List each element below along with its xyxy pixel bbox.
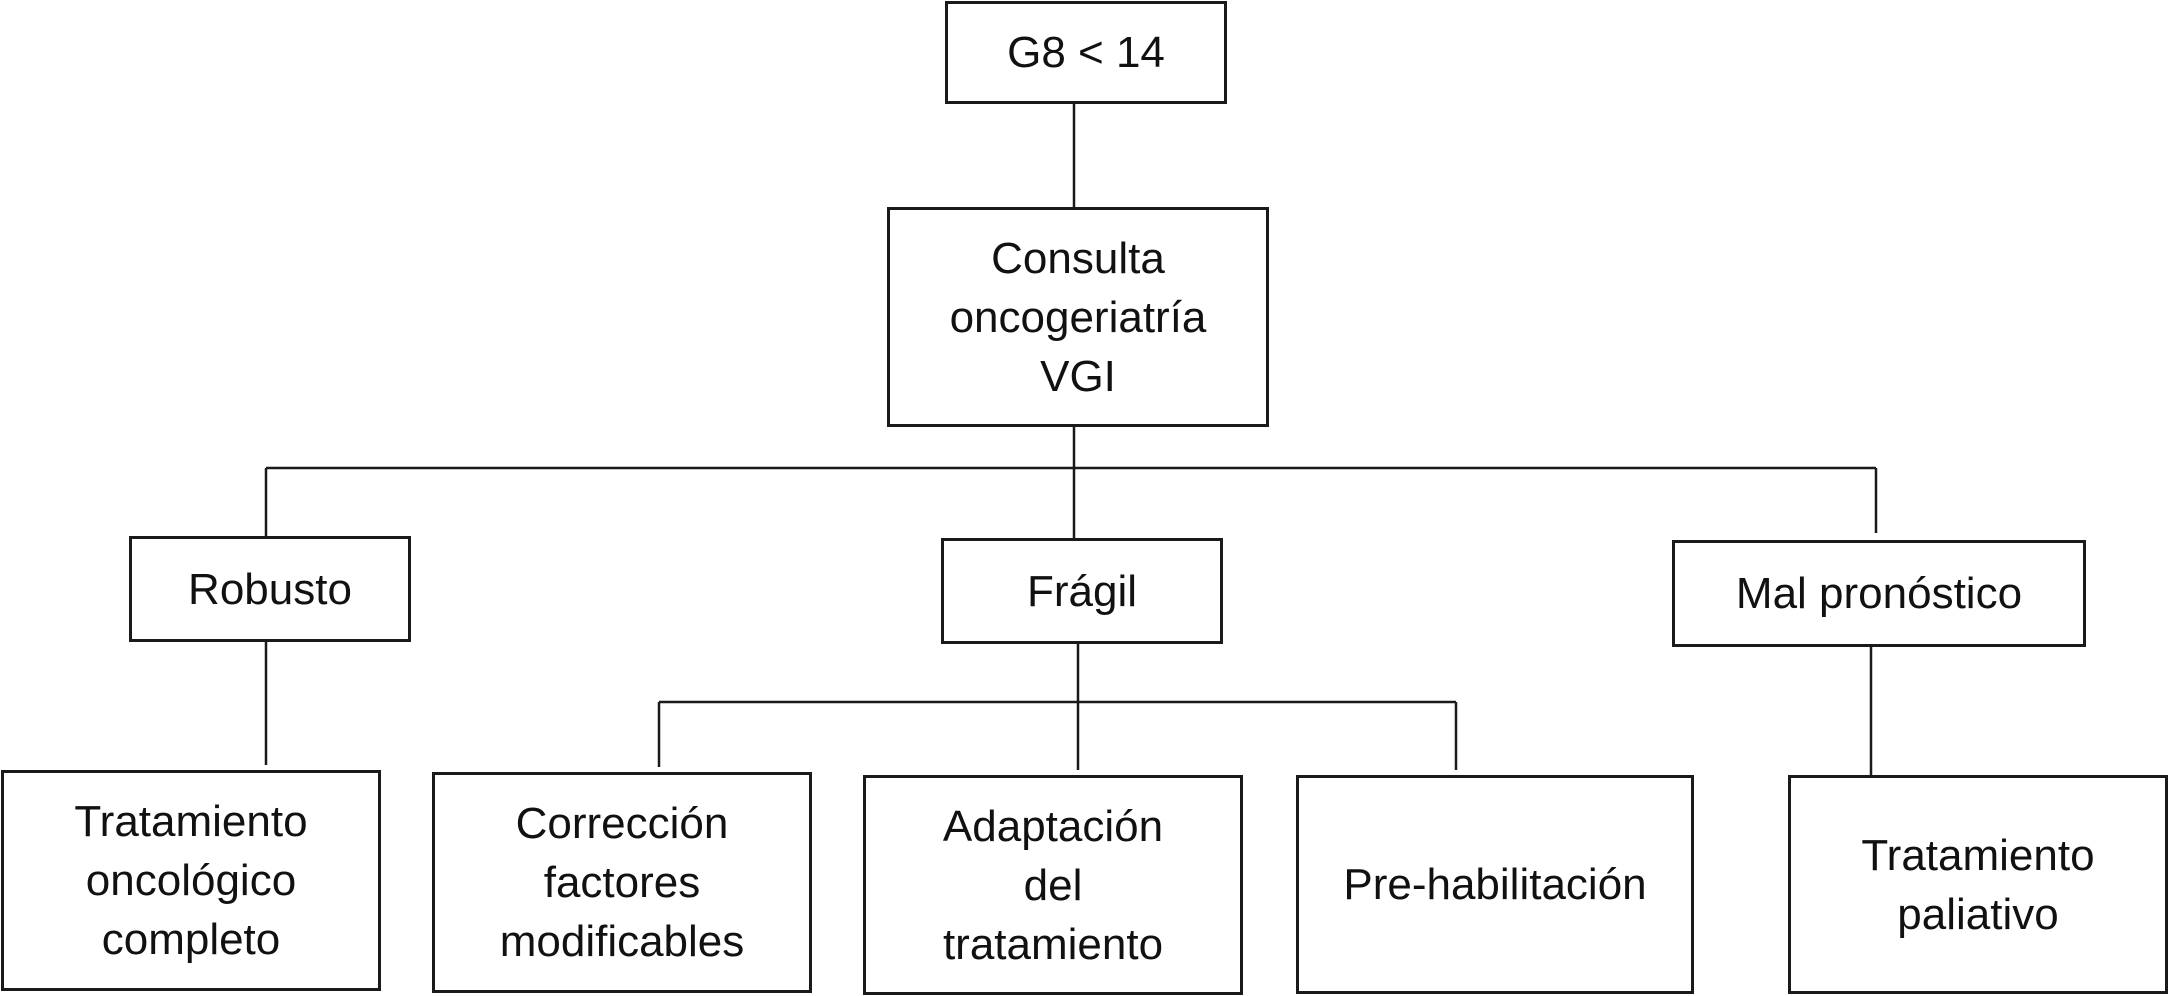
node-mal-pronostico: Mal pronóstico	[1672, 540, 2086, 647]
node-fragil: Frágil	[941, 538, 1223, 644]
node-consulta-oncogeriatria: Consulta oncogeriatría VGI	[887, 207, 1269, 427]
node-correccion: Corrección factores modificables	[432, 772, 812, 993]
node-tratamiento-oncologico-label: Tratamiento oncológico completo	[74, 797, 308, 964]
node-fragil-label: Frágil	[1026, 566, 1138, 616]
node-robusto: Robusto	[129, 536, 411, 642]
node-adaptacion: Adaptación del tratamiento	[863, 775, 1243, 995]
node-g8-label: G8 < 14	[1007, 28, 1165, 77]
node-g8: G8 < 14	[945, 1, 1227, 104]
node-tratamiento-paliativo: Tratamiento paliativo	[1788, 775, 2168, 994]
node-tratamiento-paliativo-label: Tratamiento paliativo	[1861, 830, 2095, 939]
node-adaptacion-label: Adaptación del tratamiento	[942, 801, 1164, 969]
node-tratamiento-oncologico: Tratamiento oncológico completo	[1, 770, 381, 991]
node-mal-pronostico-label: Mal pronóstico	[1735, 569, 2023, 618]
node-prehabilitacion: Pre-habilitación	[1296, 775, 1694, 994]
node-robusto-label: Robusto	[188, 564, 352, 614]
node-correccion-label: Corrección factores modificables	[499, 799, 745, 966]
node-prehabilitacion-label: Pre-habilitación	[1343, 860, 1647, 909]
node-consulta-label: Consulta oncogeriatría VGI	[949, 233, 1207, 401]
